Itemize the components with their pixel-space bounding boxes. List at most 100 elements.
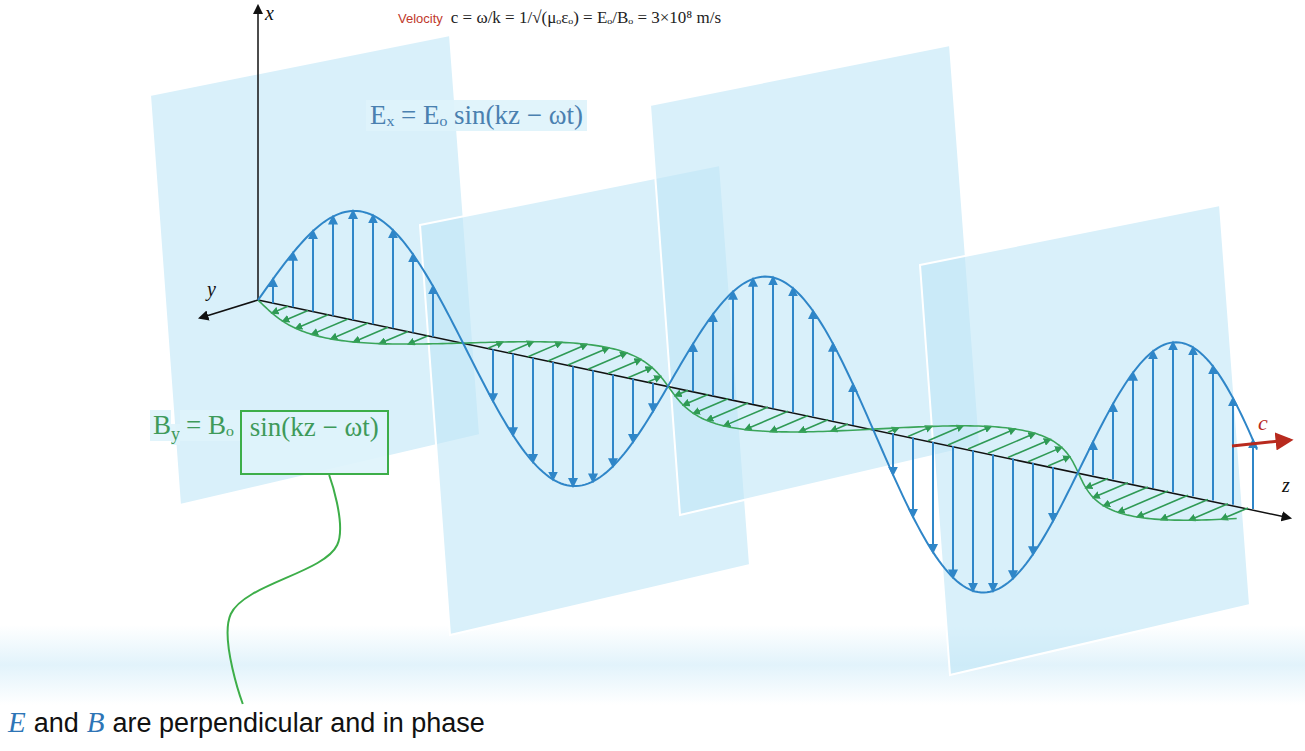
electric-vector [1152,351,1154,488]
electric-vector [732,292,734,400]
magnetic-wave [258,300,1237,520]
statement-text: and [34,708,79,739]
electric-vector [972,450,974,591]
electric-vector [992,454,994,591]
magnetic-vector [968,429,1015,449]
magnetic-equation: B [150,410,171,441]
electric-vector [312,231,314,311]
magnetic-vector [988,433,1035,453]
magnetic-vector [354,327,388,342]
subscript: y [171,424,180,445]
electric-vector [572,366,574,486]
electric-vector [372,215,374,324]
magnetic-vector [694,399,728,414]
electric-equation: Eₓ = Eₒ sin(kz − ωt) [366,100,587,131]
velocity-arrow [1232,440,1290,446]
magnetic-vector [1221,508,1248,519]
magnetic-vector [380,332,408,344]
magnetic-vector [675,390,688,395]
x-axis [257,6,259,300]
magnetic-vector [683,395,708,406]
electric-vector [1252,440,1254,509]
statement: Eand Bare perpendicular and in phase [8,706,485,739]
magnetic-vector [1093,483,1128,498]
electric-vector [392,230,394,328]
axis-label: y [207,278,216,301]
velocity-formula: Velocity c = ω/k = 1/√(μₒεₒ) = Eₒ/Bₒ = 3×… [398,8,721,28]
electric-vector [1132,373,1134,484]
axis-label: x [265,2,274,25]
electric-vector [852,384,854,425]
electric-vector [1052,467,1054,521]
velocity-formula: c = ω/k = 1/√(μₒεₒ) = Eₒ/Bₒ = 3×10⁸ m/s [451,8,721,28]
electric-vector [292,253,294,308]
magnetic-vector [331,323,368,339]
electric-vector [1112,404,1114,480]
highlight-box: sin(kz − ωt) [240,410,389,475]
magnetic-vector [1086,479,1108,488]
magnetic-vector [528,342,562,356]
velocity-label: c [1258,410,1268,436]
field-symbol: E [8,706,26,739]
electric-wave [258,211,1257,593]
field-vectors [258,211,1257,593]
electric-vector [612,375,614,467]
wavefront-plane [920,205,1250,675]
electric-vector [1012,459,1014,579]
field-symbol: B [87,706,105,739]
electric-vector [1092,442,1094,475]
electric-vector [932,442,934,552]
electric-vector [832,344,834,421]
electric-vector [692,344,694,391]
magnetic-vector [548,344,587,361]
magnetic-vector [928,426,963,441]
magnetic-vector [608,359,641,373]
y-axis [200,300,258,318]
electric-vector [812,311,814,417]
electric-vector [892,433,894,474]
magnetic-vector [628,367,652,377]
magnetic-equation: = Bₒ [180,410,240,441]
magnetic-vector [296,315,328,329]
electric-vector [432,286,434,336]
wavefront-planes [150,35,1250,675]
electric-vector [1172,342,1174,492]
electric-vector [792,288,794,412]
electric-vector [332,217,334,316]
electric-vector [712,314,714,395]
velocity-label: c [1258,410,1268,436]
electric-vector [912,438,914,517]
statement-text: are perpendicular and in phase [113,708,485,739]
electric-equation: Eₓ = Eₒ sin(kz − ωt) [366,100,587,131]
electric-vector [752,279,754,404]
magnetic-vector [1048,457,1070,466]
magnetic-vector [508,342,533,353]
electric-vector [552,362,554,480]
electric-vector [1032,463,1034,554]
magnetic-vector [1028,447,1062,461]
electric-vector [952,446,954,578]
electric-vector [652,383,654,411]
electric-vector [352,211,354,320]
magnetic-vector [272,306,288,313]
axis-label: y [207,278,216,301]
magnetic-vector [1137,495,1188,517]
electric-vector [512,354,514,436]
magnetic-vector [408,336,428,344]
magnetic-vector [1118,491,1168,512]
electric-vector [632,379,634,442]
leader-line [228,475,341,704]
magnetic-vector [648,376,661,381]
electric-vector [1212,366,1214,500]
electric-vector [592,370,594,481]
electric-vector [412,254,414,332]
electric-vector [1232,398,1234,505]
magnetic-vector [1189,504,1228,521]
electric-vector [272,279,274,303]
formula-caption: Velocity [398,11,443,26]
magnetic-vector [283,311,308,322]
magnetic-vector [799,420,828,432]
